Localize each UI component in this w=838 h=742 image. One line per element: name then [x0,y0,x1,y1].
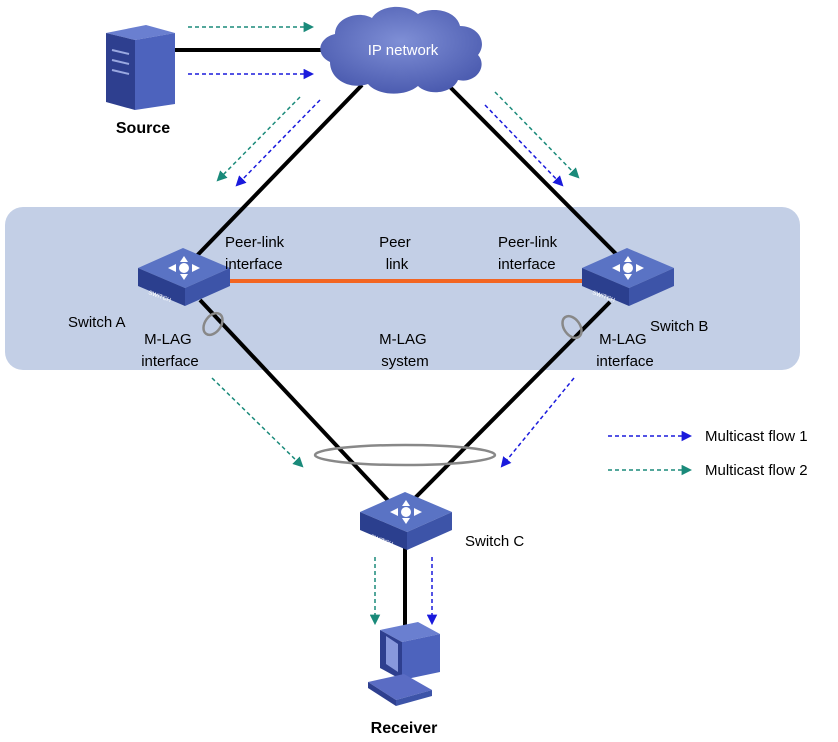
switch-icon: SWITCH [360,492,452,550]
mlag-interface-right-label: M-LAG interface [596,331,654,370]
ip-network-label: IP network [368,42,439,59]
aggregation-ring [313,443,497,467]
flow2-arrow-to-a [216,96,301,182]
switch-a-label: Switch A [68,314,126,331]
mlag-system-label: M-LAG system [379,331,431,370]
flow2-arrow-to-b [494,91,580,179]
link-switch-b-switch-c [403,300,612,510]
link-switch-a-switch-c [198,298,397,510]
flow2-arrow-a-to-c [211,377,304,468]
server-icon [106,25,175,110]
mlag-interface-left-label: M-LAG interface [141,331,199,370]
link-ipnetwork-switch-a [183,83,364,270]
computer-icon [368,622,440,706]
peer-link-label: Peer link [379,234,415,273]
legend-flow1-label: Multicast flow 1 [705,428,808,445]
link-ipnetwork-switch-b [446,83,632,270]
switch-c-label: Switch C [465,533,524,550]
receiver-label: Receiver [371,720,438,737]
switch-icon: SWITCH [138,248,230,306]
switch-b-label: Switch B [650,318,708,335]
legend: Multicast flow 1 Multicast flow 2 [608,428,808,479]
flow1-arrow-to-b [484,104,564,187]
source-label: Source [116,120,170,137]
mlag-interface-ring-right [561,314,583,340]
ip-network-cloud: IP network [320,6,482,94]
peer-link-interface-left-label: Peer-link interface [225,234,288,273]
flow1-arrow-to-a [235,99,321,187]
flow1-arrow-b-to-c [500,377,575,468]
mlag-interface-ring-left [202,311,224,337]
switch-icon: SWITCH [582,248,674,306]
multicast-flow-arrows [188,21,580,626]
peer-link-interface-right-label: Peer-link interface [498,234,561,273]
legend-flow2-label: Multicast flow 2 [705,462,808,479]
